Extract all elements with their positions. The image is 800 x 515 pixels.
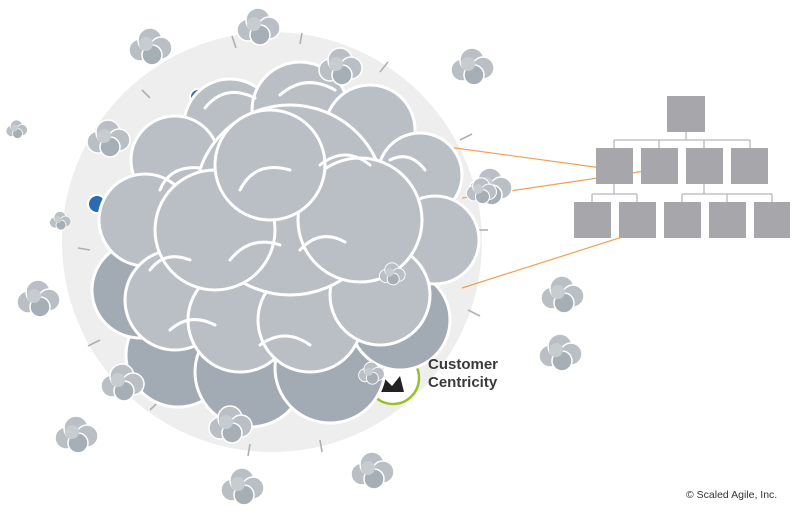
burst-rays — [77, 32, 488, 457]
smoke-cloud-explosion — [90, 60, 481, 429]
org-chart-icon — [574, 96, 790, 238]
copyright-notice: © Scaled Agile, Inc. — [686, 489, 778, 501]
customer-centricity-label-line2: Centricity — [428, 374, 498, 391]
customer-centricity-label-line1: Customer — [428, 356, 499, 373]
